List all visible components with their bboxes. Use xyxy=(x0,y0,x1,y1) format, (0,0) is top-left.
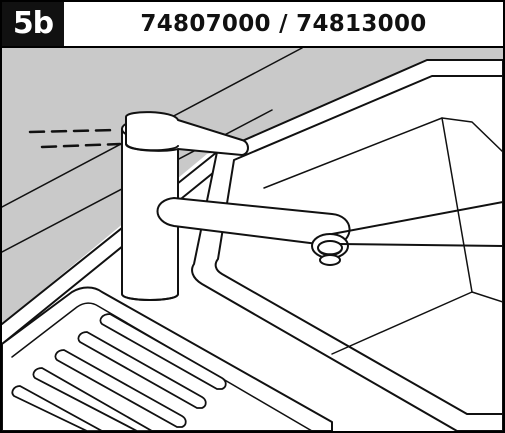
leader-line-upper xyxy=(331,201,503,235)
countertop-edge-2 xyxy=(2,163,225,345)
faucet-illustration xyxy=(2,48,503,431)
step-badge: 5b xyxy=(2,2,64,46)
leader-line-lower xyxy=(339,243,503,247)
sink-basin-side xyxy=(441,117,473,293)
drainboard-inner xyxy=(11,302,313,431)
panel-header: 5b 74807000 / 74813000 xyxy=(2,2,503,48)
lever-motion-indicator xyxy=(28,128,122,149)
countertop-edge-1 xyxy=(2,151,218,325)
sink-basin-inner xyxy=(214,75,503,415)
model-numbers: 74807000 / 74813000 xyxy=(140,11,427,37)
aerator xyxy=(311,233,349,266)
drainboard-grooves xyxy=(11,313,227,431)
sink-basin-bowl xyxy=(263,117,503,189)
